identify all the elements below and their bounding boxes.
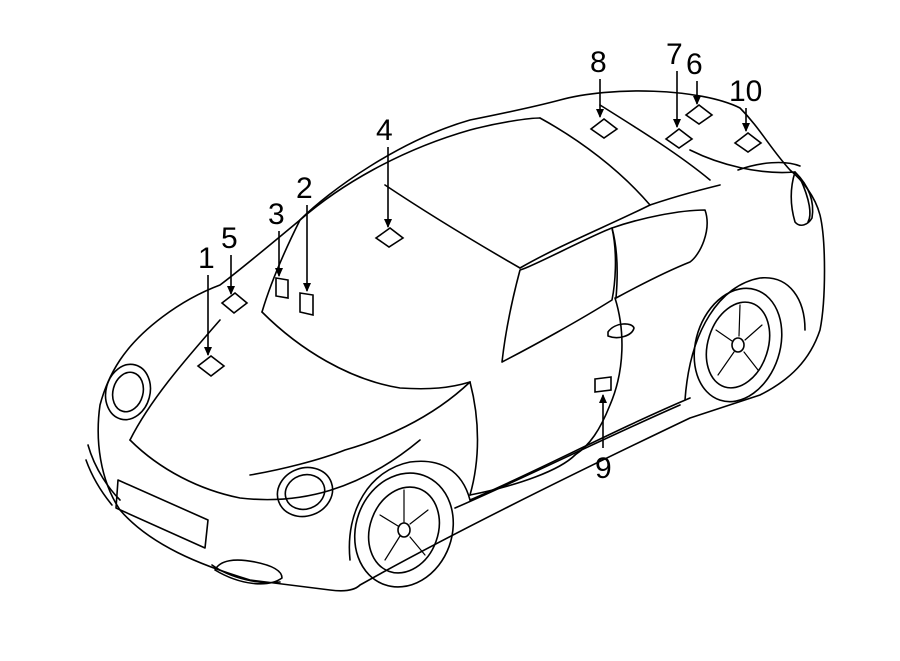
callouts: 1 5 3 2 4 8 7 6 10: [196, 38, 763, 485]
callout-number-2: 2: [296, 172, 313, 205]
label-sticker-9: [594, 376, 612, 393]
label-sticker-6: [684, 103, 714, 125]
label-sticker-4: [374, 227, 405, 248]
callout-number-4: 4: [376, 114, 393, 147]
rear-wheel: [684, 277, 806, 403]
label-sticker-1: [196, 354, 226, 378]
label-sticker-2: [299, 292, 314, 317]
label-sticker-7: [664, 127, 694, 149]
callout-number-8: 8: [590, 46, 607, 79]
label-sticker-8: [589, 117, 619, 139]
callout-number-7: 7: [666, 38, 683, 71]
label-sticker-3: [275, 277, 289, 299]
label-sticker-5: [220, 291, 249, 315]
car-body: [85, 90, 826, 592]
callout-number-6: 6: [686, 48, 703, 81]
callout-number-5: 5: [221, 222, 238, 255]
label-sticker-10: [733, 131, 763, 153]
callout-number-3: 3: [268, 198, 285, 231]
front-wheel: [348, 460, 471, 588]
callout-number-10: 10: [729, 75, 762, 108]
callout-number-9: 9: [595, 452, 612, 485]
callout-number-1: 1: [198, 242, 215, 275]
